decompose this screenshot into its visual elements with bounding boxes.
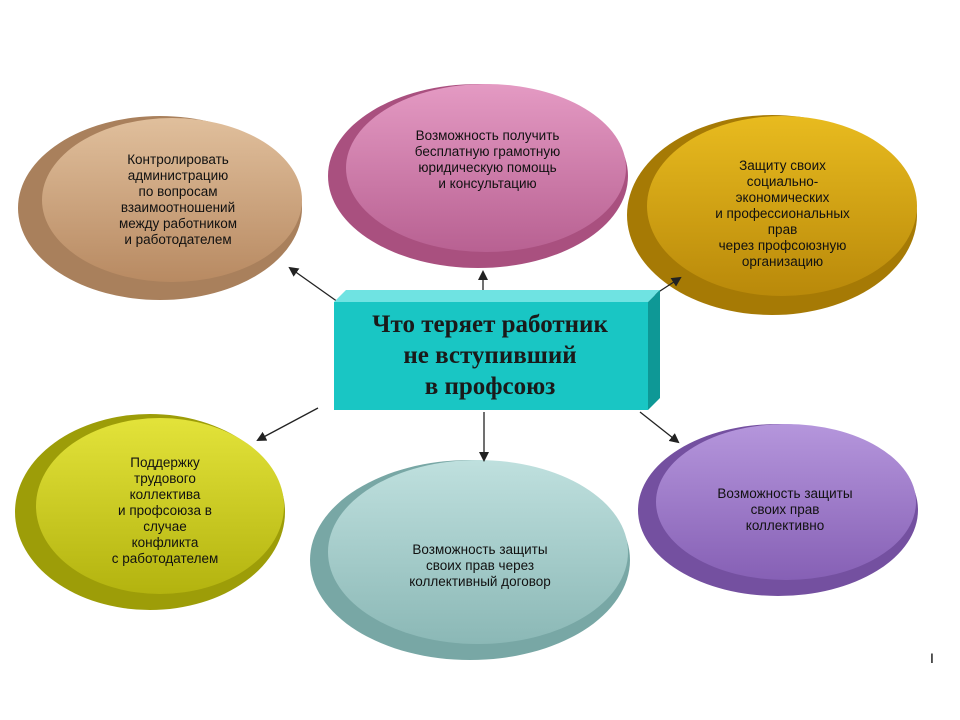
node-top-center-text: Возможность получить бесплатную грамотну… [414, 128, 561, 191]
center-box [334, 290, 660, 410]
node-bottom-left-text: Поддержку трудового коллектива и профсою… [111, 455, 219, 566]
node-top-right-text: Защиту своих социально- экономических и … [715, 158, 850, 269]
oval-top-left [18, 116, 302, 300]
node-bottom-right-text: Возможность защиты своих прав коллективн… [717, 486, 853, 533]
arrows [256, 266, 682, 462]
arrow-to-top-left [288, 266, 339, 303]
oval-bottom-right [638, 424, 918, 596]
corner-mark: I [930, 650, 934, 666]
oval-bottom-center [310, 460, 630, 660]
oval-bottom-left [15, 414, 285, 610]
arrow-to-bottom-left [256, 407, 319, 441]
node-bottom-center-text: Возможность защиты своих прав через колл… [409, 542, 551, 589]
center-title: Что теряет работник не вступивший в проф… [372, 310, 608, 400]
arrow-to-bottom-right [639, 411, 680, 444]
node-top-left-text: Контролировать администрацию по вопросам… [118, 152, 238, 247]
oval-top-right [627, 115, 917, 315]
oval-top-center [328, 84, 628, 268]
